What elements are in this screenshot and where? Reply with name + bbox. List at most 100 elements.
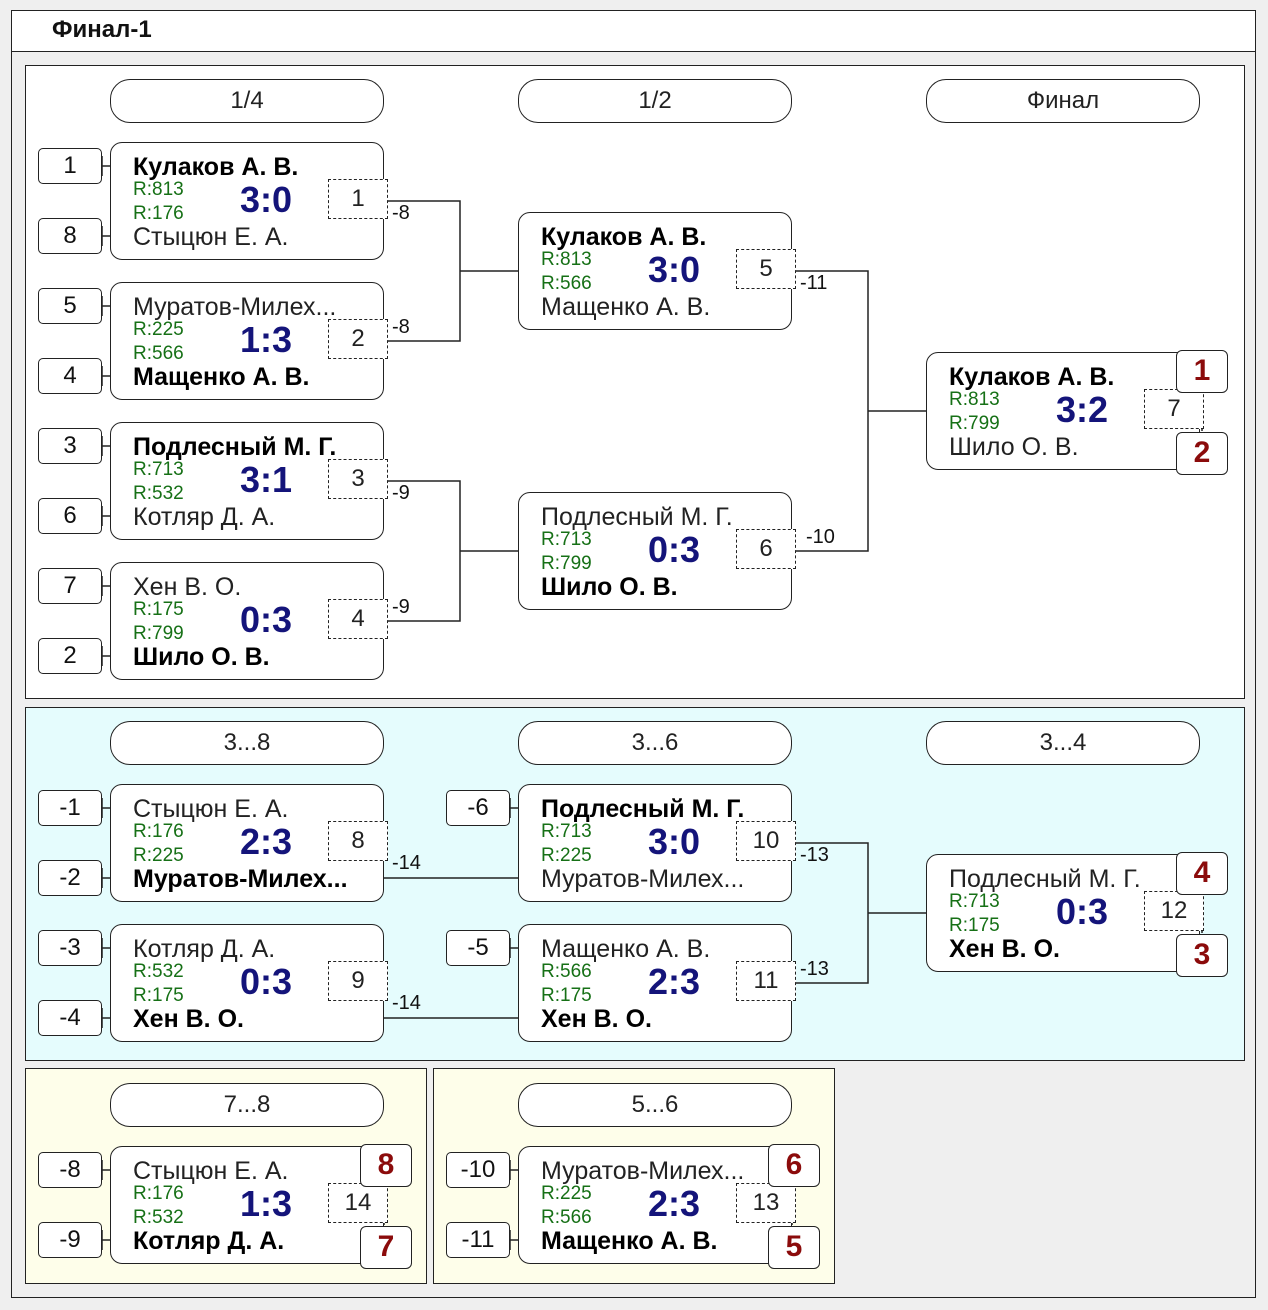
player-2-name: Котляр Д. А. <box>133 503 276 531</box>
seed-box: 3 <box>38 428 102 464</box>
player-2-rating: R:175 <box>133 985 184 1006</box>
player-1-name: Стыцюн Е. А. <box>133 1157 289 1185</box>
player-1-name: Муратов-Милех... <box>541 1157 745 1185</box>
match-number: 2 <box>328 319 388 359</box>
player-2-name: Шило О. В. <box>133 643 270 671</box>
player-1-name: Подлесный М. Г. <box>541 503 733 531</box>
match-score: 0:3 <box>647 529 701 570</box>
seed-box: 7 <box>38 568 102 604</box>
player-2-name: Мащенко А. В. <box>541 293 711 321</box>
match-number: 10 <box>736 821 796 861</box>
player-1-rating: R:175 <box>133 599 184 620</box>
loser-label: -9 <box>392 596 410 618</box>
loser-label: -11 <box>800 272 828 294</box>
loser-label: -13 <box>800 844 829 866</box>
loser-label: -13 <box>800 958 829 980</box>
match-number: 3 <box>328 459 388 499</box>
place-badge: 7 <box>360 1226 412 1269</box>
player-2-name: Мащенко А. В. <box>541 1227 718 1255</box>
title-bar <box>11 10 1256 52</box>
player-1-rating: R:176 <box>133 1183 184 1204</box>
player-1-rating: R:225 <box>541 1183 592 1204</box>
round-header: 5...6 <box>518 1083 792 1127</box>
round-header: 3...4 <box>926 721 1200 765</box>
match-number: 4 <box>328 599 388 639</box>
player-2-name: Хен В. О. <box>133 1005 244 1033</box>
match-score: 3:0 <box>239 179 293 220</box>
match-score: 3:2 <box>1055 389 1109 430</box>
match-number: 13 <box>736 1183 796 1223</box>
player-2-name: Муратов-Милех... <box>133 865 348 893</box>
player-1-rating: R:813 <box>949 389 1000 410</box>
place-badge: 2 <box>1176 432 1228 475</box>
player-2-name: Мащенко А. В. <box>133 363 310 391</box>
loser-label: -14 <box>392 852 421 874</box>
player-2-rating: R:799 <box>133 623 184 644</box>
seed-box: -4 <box>38 1000 102 1036</box>
player-2-rating: R:799 <box>949 413 1000 434</box>
loser-label: -14 <box>392 992 421 1014</box>
player-1-rating: R:713 <box>133 459 184 480</box>
round-header: 3...8 <box>110 721 384 765</box>
match-score: 2:3 <box>647 1183 701 1224</box>
seed-box: -3 <box>38 930 102 966</box>
loser-label: -8 <box>392 316 410 338</box>
seed-box: -1 <box>38 790 102 826</box>
match-score: 3:0 <box>647 821 701 862</box>
player-1-rating: R:225 <box>133 319 184 340</box>
player-2-rating: R:532 <box>133 483 184 504</box>
match-number: 5 <box>736 249 796 289</box>
player-1-name: Стыцюн Е. А. <box>133 795 289 823</box>
player-1-rating: R:176 <box>133 821 184 842</box>
page-title: Финал-1 <box>52 16 152 43</box>
player-2-rating: R:566 <box>133 343 184 364</box>
seed-box: 8 <box>38 218 102 254</box>
match-number: 14 <box>328 1183 388 1223</box>
match-number: 7 <box>1144 389 1204 429</box>
player-2-name: Шило О. В. <box>541 573 678 601</box>
player-2-name: Хен В. О. <box>949 935 1060 963</box>
player-2-rating: R:175 <box>541 985 592 1006</box>
player-1-rating: R:813 <box>133 179 184 200</box>
player-2-name: Муратов-Милех... <box>541 865 745 893</box>
player-1-name: Кулаков А. В. <box>133 153 299 181</box>
seed-box: 6 <box>38 498 102 534</box>
player-1-name: Кулаков А. В. <box>541 223 707 251</box>
player-2-name: Шило О. В. <box>949 433 1079 461</box>
player-1-name: Подлесный М. Г. <box>541 795 745 823</box>
player-2-rating: R:799 <box>541 553 592 574</box>
place-badge: 6 <box>768 1144 820 1187</box>
round-header: 1/2 <box>518 79 792 123</box>
match-number: 1 <box>328 179 388 219</box>
match-score: 0:3 <box>239 599 293 640</box>
place-badge: 1 <box>1176 350 1228 393</box>
player-1-name: Кулаков А. В. <box>949 363 1115 391</box>
player-2-rating: R:176 <box>133 203 184 224</box>
player-1-name: Хен В. О. <box>133 573 242 601</box>
match-score: 3:0 <box>647 249 701 290</box>
player-2-rating: R:225 <box>541 845 592 866</box>
player-2-name: Хен В. О. <box>541 1005 652 1033</box>
seed-box: -5 <box>446 930 510 966</box>
player-1-name: Мащенко А. В. <box>541 935 711 963</box>
player-1-name: Котляр Д. А. <box>133 935 276 963</box>
match-score: 0:3 <box>239 961 293 1002</box>
player-2-rating: R:566 <box>541 273 592 294</box>
match-number: 9 <box>328 961 388 1001</box>
